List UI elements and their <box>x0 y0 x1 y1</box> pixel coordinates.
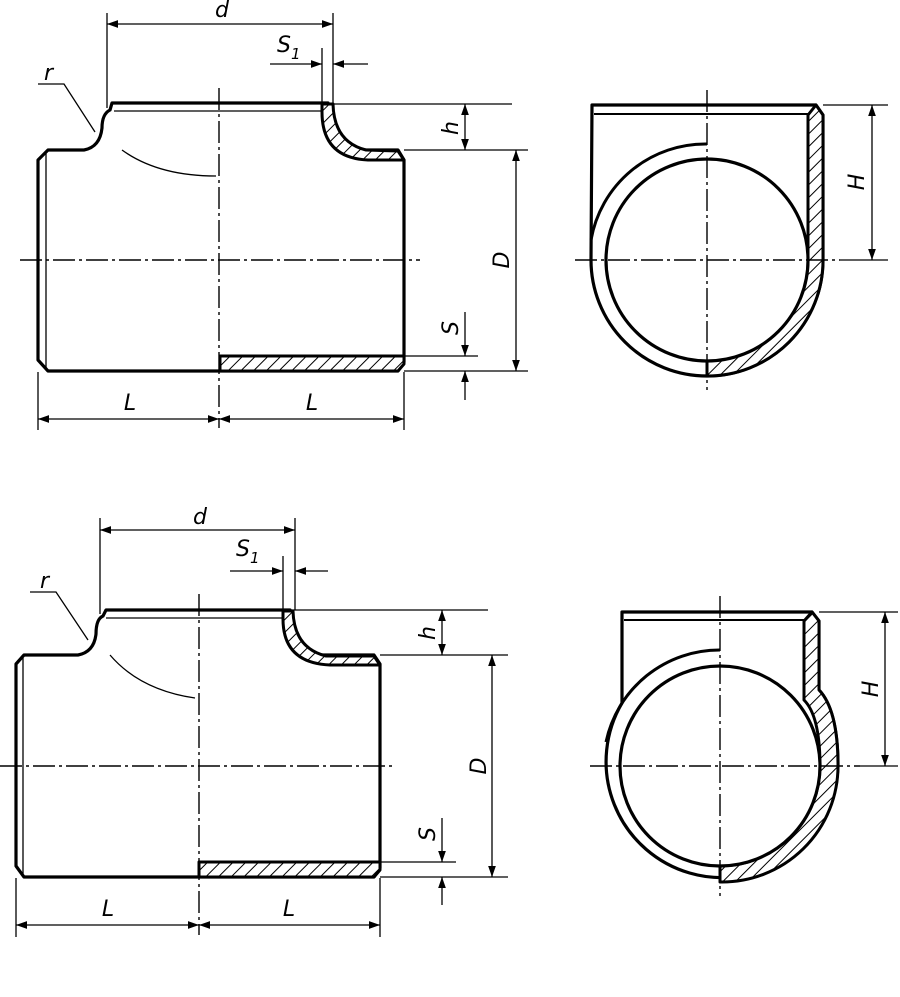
upper-run-wall-section <box>218 354 406 373</box>
upper-H-label: H <box>845 174 870 191</box>
lower-r-label: r <box>40 569 51 594</box>
lower-run-wall-section <box>197 860 382 879</box>
lower-side-view <box>0 594 396 935</box>
upper-r-leader <box>38 83 96 133</box>
upper-tee-figure: d S1 r h D S L L <box>20 0 888 430</box>
lower-S-label: S <box>416 827 441 841</box>
lower-side-dimensions: d S1 r h D S L L <box>15 505 508 937</box>
upper-r-label: r <box>44 61 55 86</box>
upper-branch-wall-section <box>320 102 406 162</box>
upper-side-dimensions: d S1 r h D S L L <box>37 0 528 430</box>
lower-H-label: H <box>859 681 884 698</box>
upper-end-inner-arc <box>589 142 708 241</box>
upper-h-label: h <box>439 121 464 135</box>
lower-L-right-label: L <box>283 897 295 922</box>
upper-end-view: H <box>575 90 888 390</box>
upper-L-right-label: L <box>306 391 318 416</box>
upper-S-label: S <box>439 321 464 335</box>
lower-L-left-label: L <box>102 897 114 922</box>
upper-d-label: d <box>215 0 230 23</box>
lower-s1-label: S1 <box>236 537 260 567</box>
lower-tee-outline <box>14 608 382 879</box>
lower-tee-figure: d S1 r h D S L L <box>0 505 898 937</box>
lower-r-leader <box>30 591 89 641</box>
upper-s1-label: S1 <box>277 33 301 63</box>
upper-D-label: D <box>490 252 515 269</box>
lower-d-label: d <box>193 505 208 530</box>
upper-L-left-label: L <box>124 391 136 416</box>
upper-side-view <box>20 88 420 428</box>
lower-h-label: h <box>416 626 441 640</box>
lower-branch-wall-section <box>281 609 382 667</box>
lower-end-inner-arc <box>604 648 721 743</box>
lower-end-view: H <box>590 596 898 896</box>
lower-inner-intersection-curve <box>109 654 196 699</box>
lower-D-label: D <box>467 758 492 775</box>
upper-inner-intersection-curve <box>121 149 217 177</box>
